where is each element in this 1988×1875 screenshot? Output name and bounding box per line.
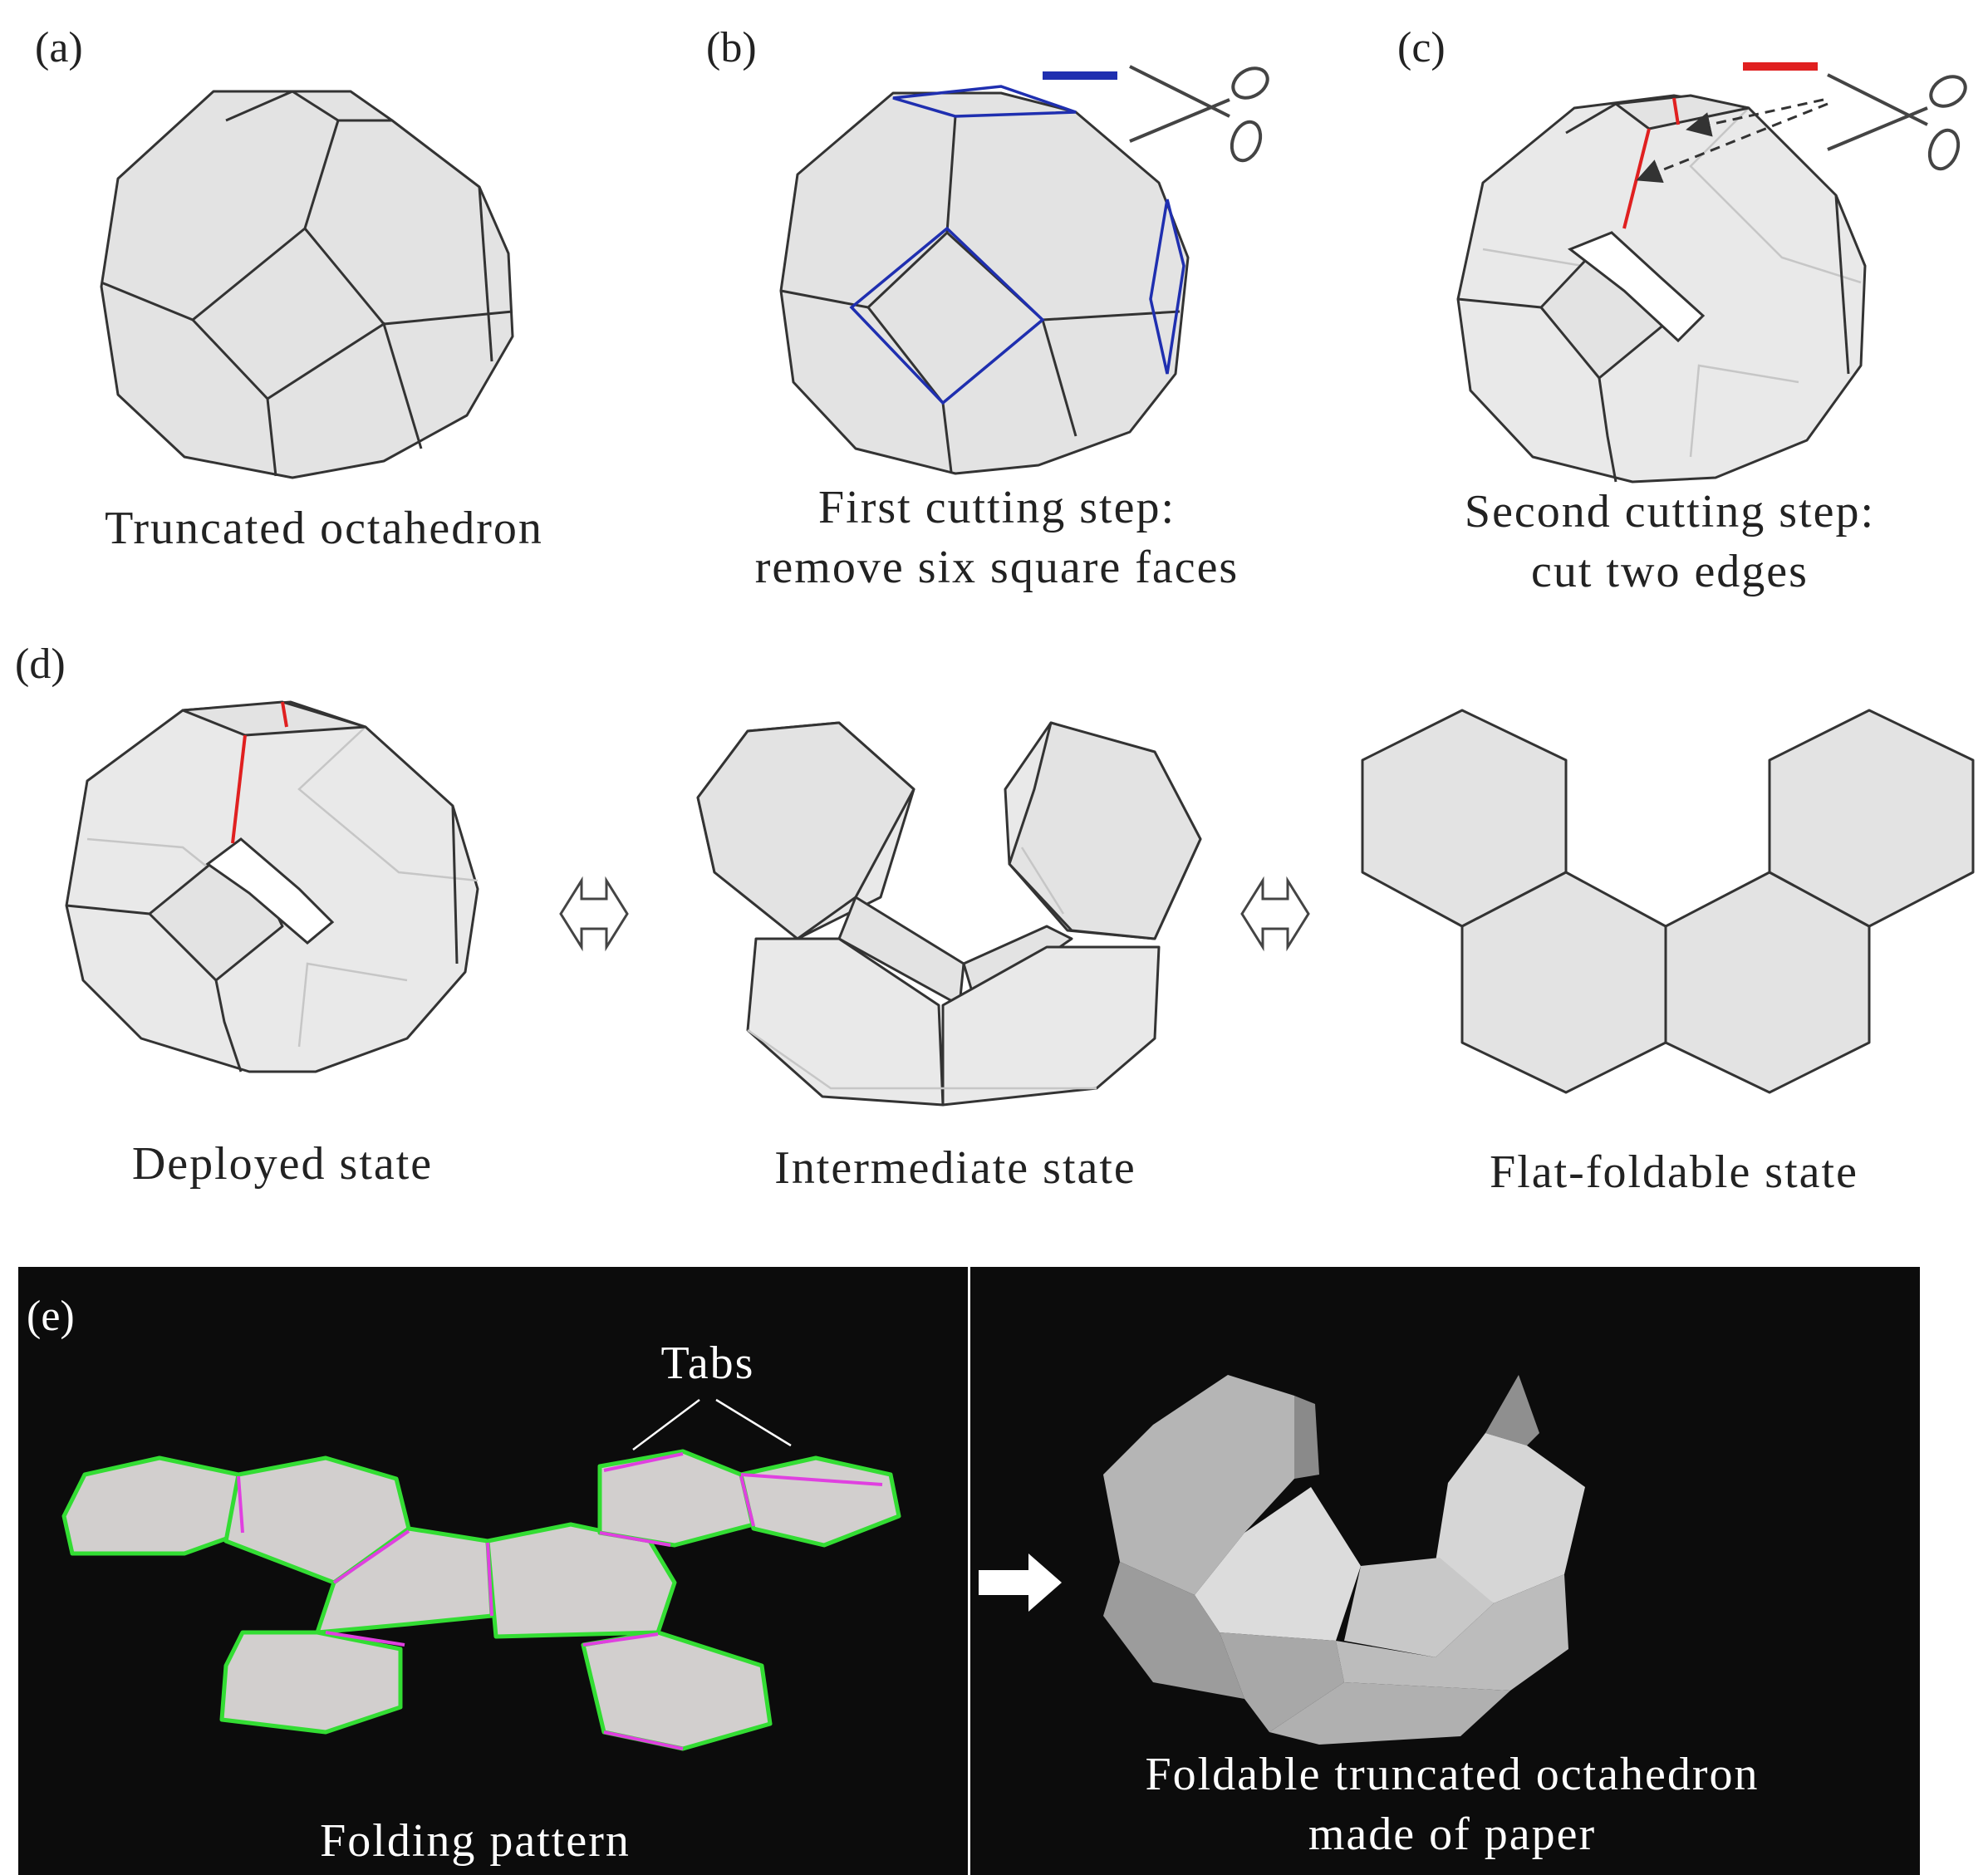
- double-arrow-icon: [559, 876, 629, 952]
- truncated-octahedron-c: [1456, 94, 1867, 483]
- panel-b-caption: First cutting step: remove six square fa…: [681, 478, 1313, 597]
- panel-c-caption-line2: cut two edges: [1531, 546, 1809, 597]
- panel-e-label: (e): [27, 1293, 75, 1340]
- paper-truncated-octahedron: [1103, 1375, 1585, 1745]
- folding-pattern-caption: Folding pattern: [320, 1815, 631, 1867]
- intermediate-state-caption: Intermediate state: [774, 1142, 1136, 1194]
- truncated-octahedron-b: [779, 85, 1190, 475]
- panel-c-label: (c): [1397, 24, 1446, 71]
- deployed-state-shape: [65, 700, 479, 1073]
- flat-foldable-state-shape: [1361, 709, 1975, 1094]
- panel-b-label: (b): [706, 24, 757, 71]
- cut-line-legend-red: [1743, 62, 1818, 71]
- panel-a-label: (a): [35, 24, 83, 71]
- panel-e-left-photo: (e) Tabs Folding pat: [18, 1267, 968, 1875]
- right-arrow-icon: [979, 1554, 1062, 1612]
- paper-model-caption-line1: Foldable truncated octahedron: [1145, 1749, 1760, 1800]
- tabs-label: Tabs: [660, 1338, 755, 1389]
- panel-d-label: (d): [15, 641, 66, 688]
- panel-b-caption-line2: remove six square faces: [754, 542, 1239, 593]
- panel-c-caption: Second cutting step: cut two edges: [1362, 482, 1977, 601]
- truncated-octahedron-a: [100, 90, 514, 479]
- folding-pattern: [61, 1398, 901, 1751]
- cut-line-legend-blue: [1043, 71, 1117, 80]
- flat-foldable-state-caption: Flat-foldable state: [1490, 1146, 1858, 1198]
- paper-model-caption: Foldable truncated octahedron made of pa…: [1045, 1745, 1859, 1864]
- panel-c-caption-line1: Second cutting step:: [1464, 486, 1876, 537]
- panel-b-caption-line1: First cutting step:: [818, 482, 1176, 533]
- panel-a-caption: Truncated octahedron: [105, 503, 543, 554]
- panel-e-right-photo: Foldable truncated octahedron made of pa…: [970, 1267, 1920, 1875]
- intermediate-state-shape: [696, 721, 1202, 1107]
- paper-model-caption-line2: made of paper: [1308, 1809, 1597, 1860]
- double-arrow-icon: [1240, 876, 1310, 952]
- deployed-state-caption: Deployed state: [131, 1138, 434, 1190]
- scissors-icon: [1129, 65, 1269, 163]
- scissors-icon: [1827, 73, 1967, 171]
